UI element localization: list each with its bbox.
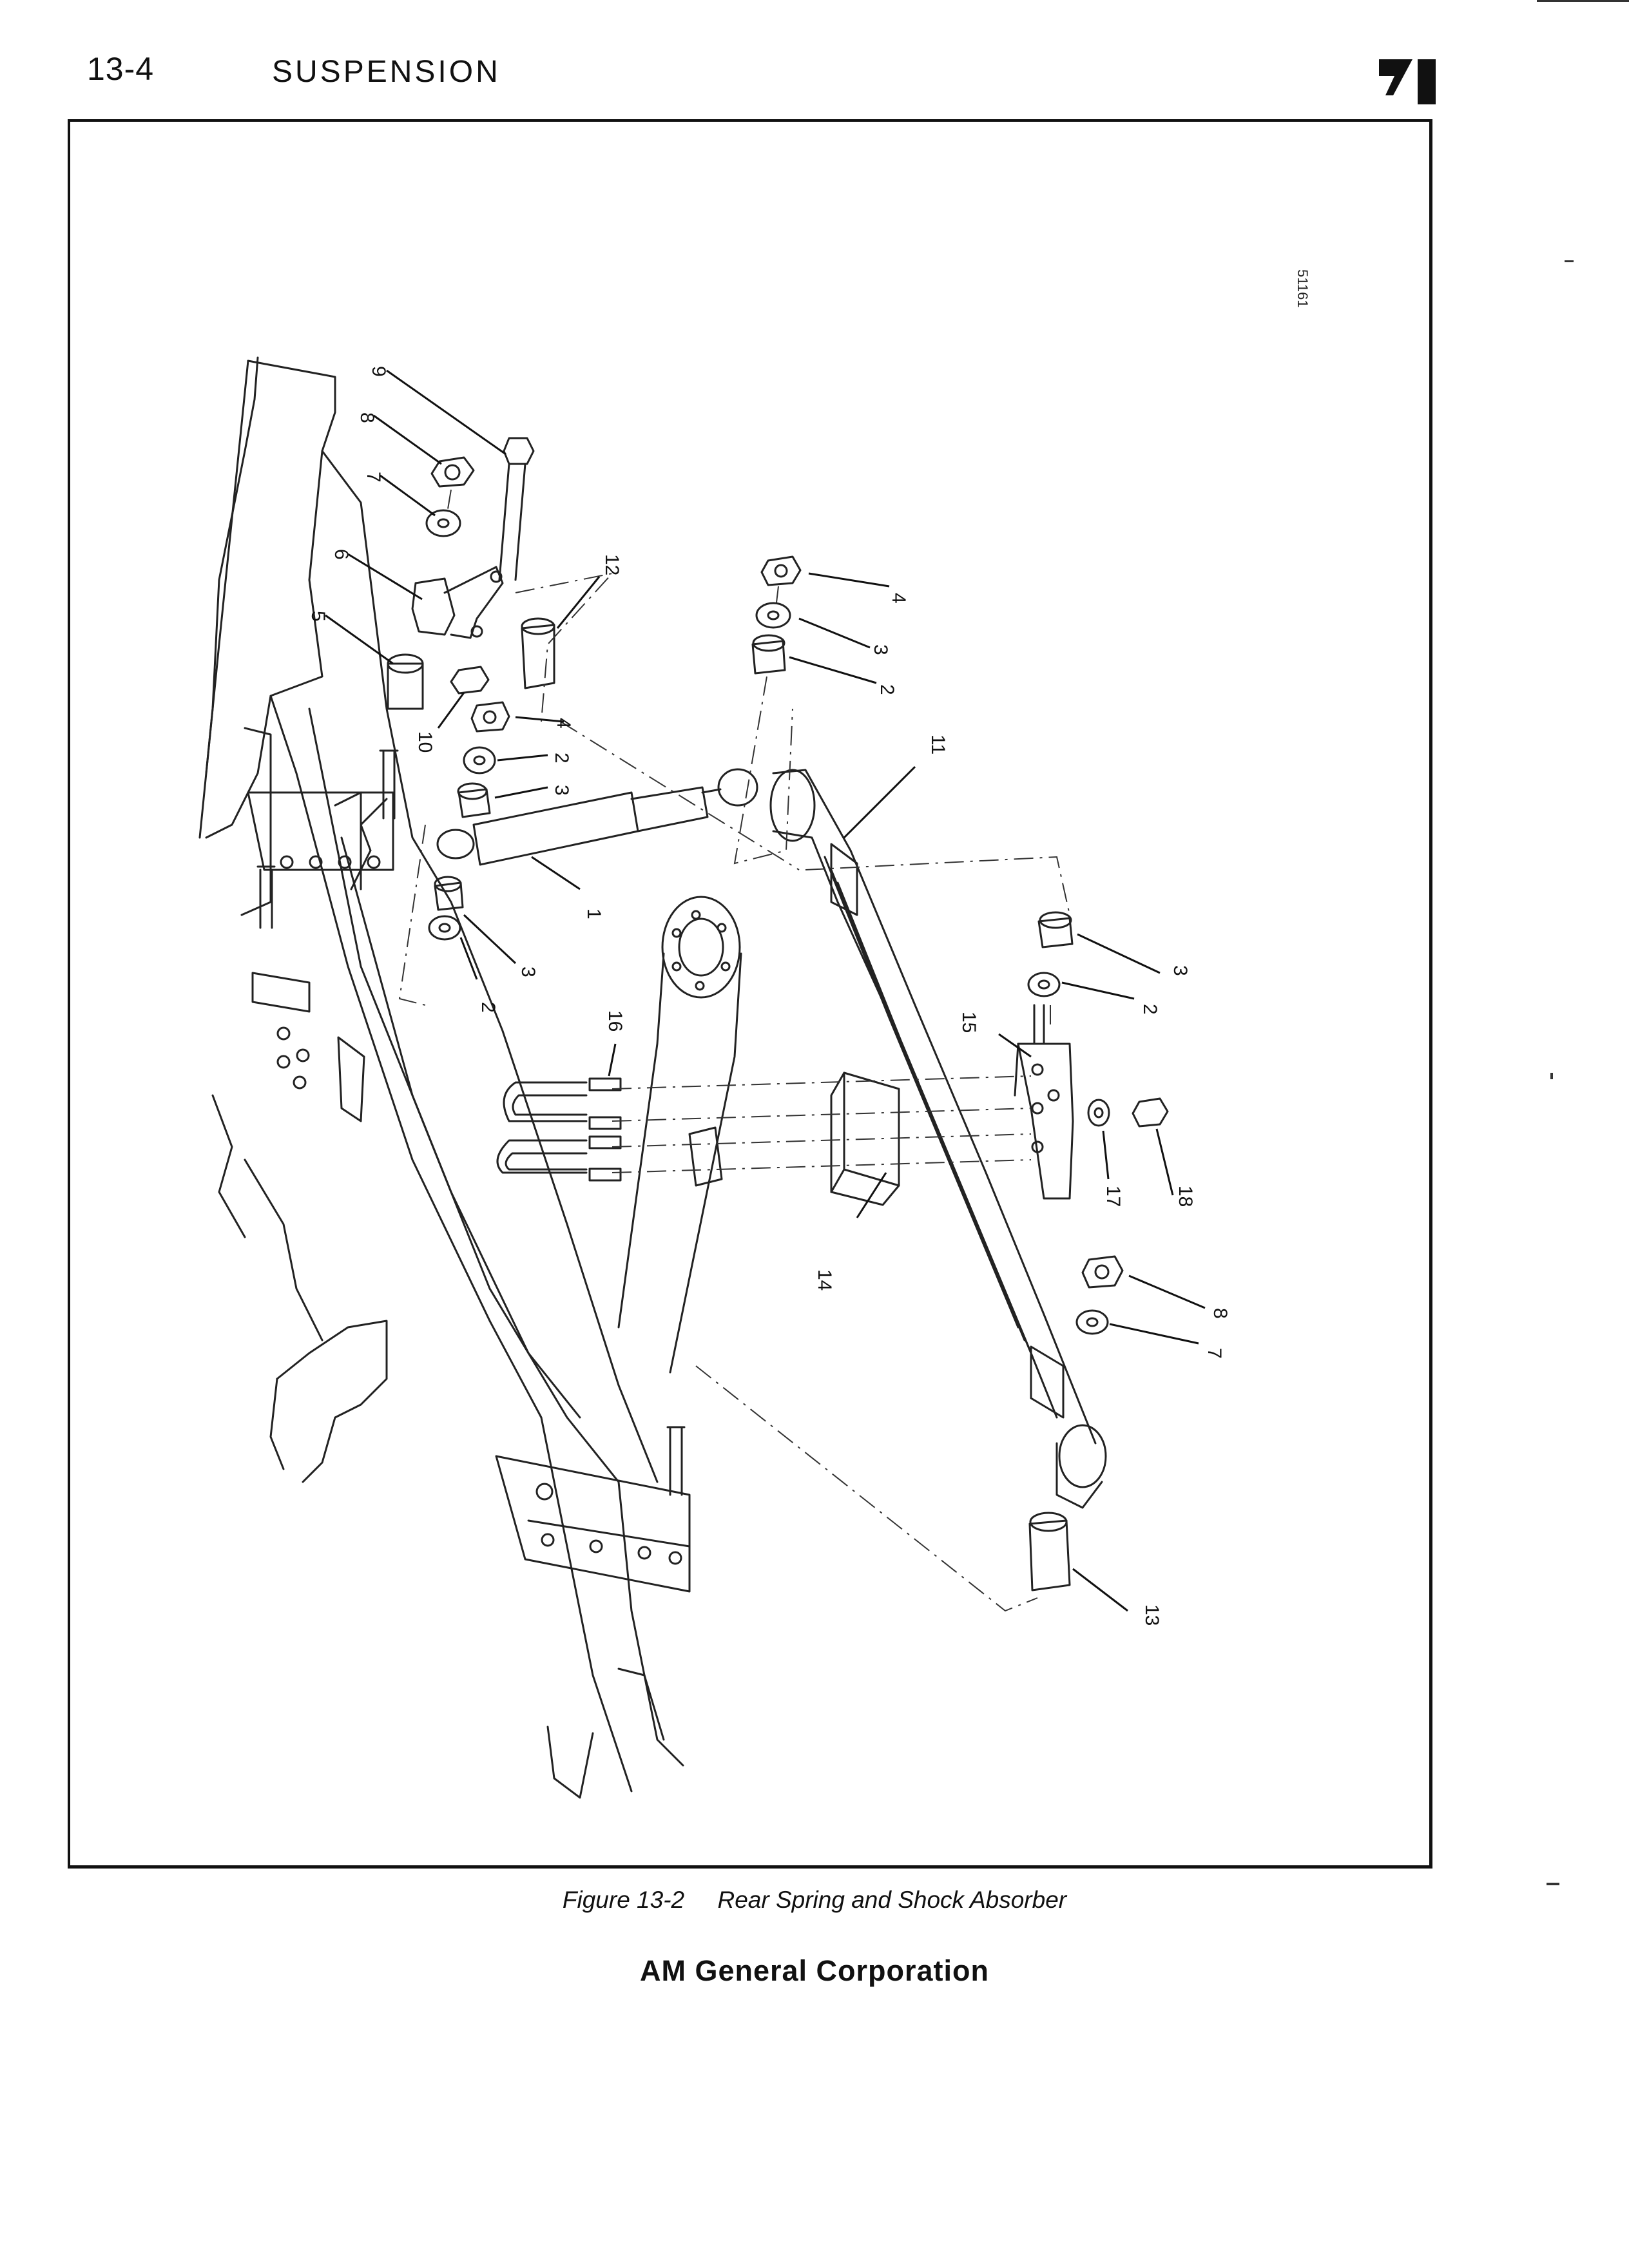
svg-text:2: 2 [876, 684, 898, 695]
axle-housing [617, 896, 742, 1374]
margin-mark [1565, 260, 1574, 262]
svg-text:7: 7 [1204, 1348, 1225, 1359]
svg-text:4: 4 [888, 593, 909, 604]
svg-text:16: 16 [604, 1010, 626, 1032]
svg-text:7: 7 [363, 472, 384, 483]
jeep-brand-logo-icon [1379, 59, 1436, 104]
margin-mark [1550, 1073, 1553, 1079]
leader-lines [325, 369, 1206, 1612]
page-number: 13-4 [87, 51, 155, 87]
rear-hanger-bracket [495, 1426, 691, 1593]
shackle-assembly [411, 437, 535, 639]
leaf-spring [769, 769, 1107, 1509]
svg-text:11: 11 [927, 735, 949, 754]
exploded-diagram: 9 8 7 6 5 10 12 4 2 3 1 3 2 4 3 2 11 3 2… [198, 269, 1311, 1799]
svg-text:3: 3 [551, 785, 572, 796]
svg-text:8: 8 [1210, 1308, 1231, 1319]
svg-text:3: 3 [517, 966, 539, 977]
alignment-lines [398, 489, 1070, 1612]
svg-text:15: 15 [958, 1012, 979, 1033]
callout-labels: 9 8 7 6 5 10 12 4 2 3 1 3 2 4 3 2 11 3 2… [307, 366, 1231, 1626]
svg-text:2: 2 [551, 753, 572, 764]
svg-text:9: 9 [368, 366, 389, 377]
svg-text:6: 6 [331, 549, 352, 560]
svg-text:3: 3 [870, 644, 891, 655]
u-bolt-plate [1014, 1004, 1074, 1200]
section-title: SUSPENSION [272, 55, 501, 89]
u-bolts [496, 1077, 622, 1182]
top-edge-rule [1537, 0, 1629, 2]
svg-text:14: 14 [814, 1269, 835, 1291]
svg-text:4: 4 [553, 718, 574, 729]
svg-text:1: 1 [583, 908, 604, 919]
svg-text:12: 12 [601, 554, 622, 575]
margin-mark [1547, 1883, 1559, 1885]
figure-caption: Figure 13-2 Rear Spring and Shock Absorb… [562, 1887, 1067, 1913]
figure-frame [68, 119, 1432, 1869]
svg-text:18: 18 [1175, 1186, 1196, 1207]
corporation-name: AM General Corporation [639, 1954, 990, 1987]
svg-text:5: 5 [307, 611, 329, 622]
front-hanger-bracket [247, 749, 399, 1122]
svg-text:2: 2 [477, 1002, 499, 1013]
svg-text:2: 2 [1139, 1004, 1161, 1015]
svg-text:17: 17 [1103, 1186, 1124, 1207]
shock-absorber [436, 768, 758, 866]
svg-text:8: 8 [356, 412, 378, 423]
svg-text:10: 10 [414, 731, 436, 753]
drawing-number: 51161 [1295, 269, 1311, 308]
spring-spacer-plate [830, 1072, 900, 1206]
svg-text:3: 3 [1170, 965, 1191, 976]
hardware-parts [387, 456, 1169, 1591]
svg-text:13: 13 [1141, 1604, 1162, 1626]
